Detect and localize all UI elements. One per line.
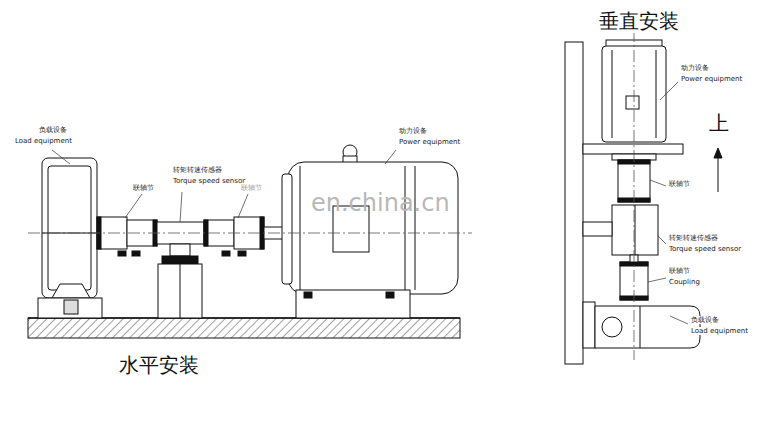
callout-label: 转矩转速传感器 xyxy=(668,234,719,242)
callout-label: Torque speed sensor xyxy=(172,177,246,185)
callout-label: 联轴节 xyxy=(668,180,691,188)
view-caption: 垂直安装 xyxy=(598,10,680,33)
callout-label: 联轴节 xyxy=(132,184,155,192)
callout-label: Power equipment xyxy=(398,138,461,146)
callout-label: Load equipment xyxy=(690,327,749,335)
callout-label: 动力设备 xyxy=(680,64,710,72)
callout-label: 负载设备 xyxy=(38,126,68,134)
callout-label: 联轴节 xyxy=(240,184,263,192)
callout-label: Power equipment xyxy=(680,75,743,83)
callout-label: Torque speed sensor xyxy=(668,245,742,253)
direction-label: 上 xyxy=(708,112,730,135)
callout-label: 负载设备 xyxy=(690,316,720,324)
watermark: en.china.cn xyxy=(310,190,451,218)
view-caption: 水平安装 xyxy=(118,354,200,377)
callout-label: Load equipment xyxy=(14,137,73,145)
callout-label: 联轴节 xyxy=(668,267,691,275)
callout-label: Coupling xyxy=(668,278,701,286)
callout-label: 转矩转速传感器 xyxy=(172,166,223,174)
callout-label: 动力设备 xyxy=(398,127,428,135)
